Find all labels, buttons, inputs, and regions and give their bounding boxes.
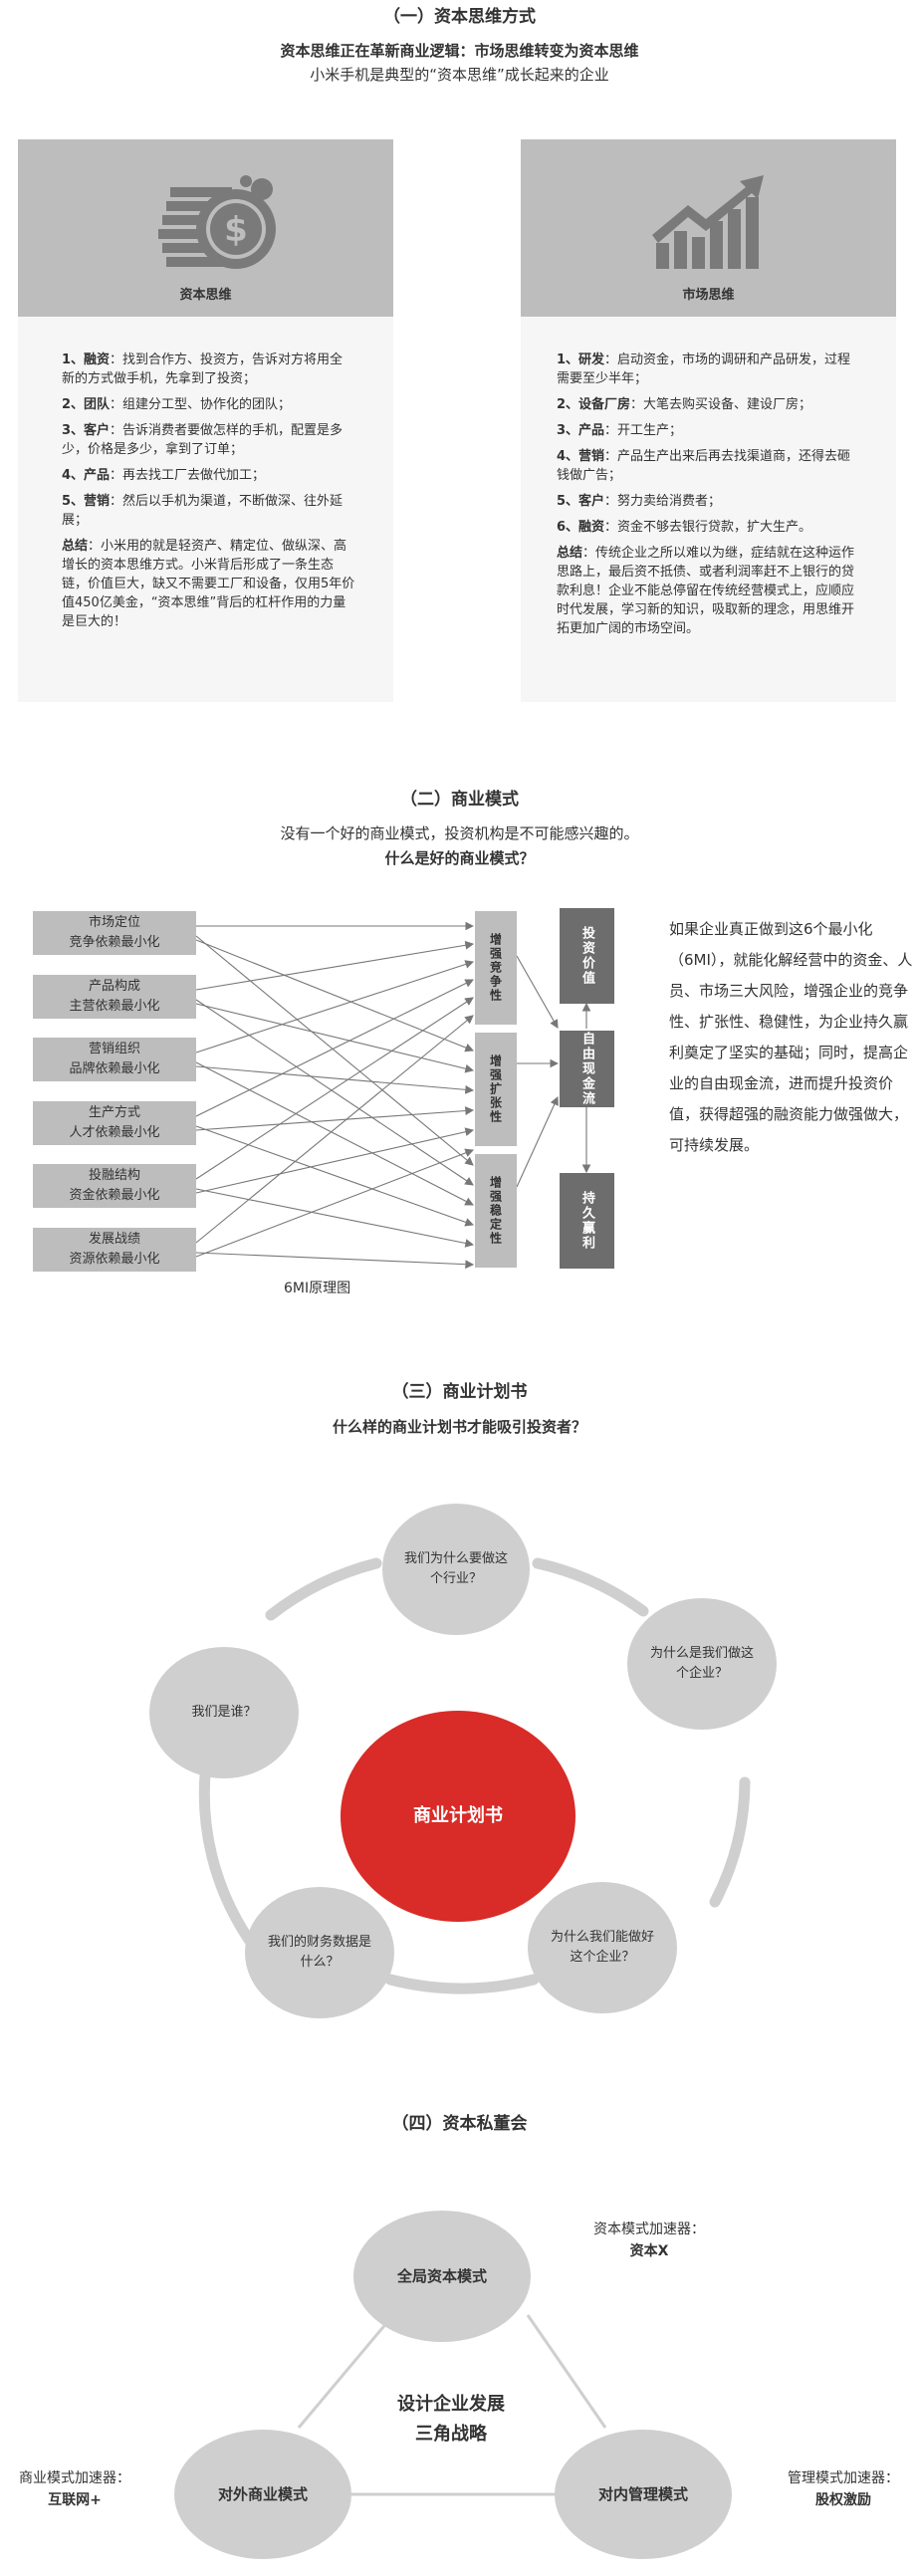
6mi-box-development: 发展战绩资源依赖最小化 bbox=[33, 1228, 196, 1272]
list-item: 2、团队：组建分工型、协作化的团队； bbox=[62, 397, 292, 412]
capital-accelerator-label: 资本模式加速器： 资本X bbox=[593, 2222, 705, 2259]
section1-title: （一）资本思维方式 bbox=[383, 7, 536, 27]
6mi-box-production: 生产方式人才依赖最小化 bbox=[33, 1101, 196, 1145]
6mi-box-product: 产品构成主营依赖最小化 bbox=[33, 975, 196, 1019]
6mi-right-investment-value: 投资价值 bbox=[560, 908, 614, 1004]
list-item: 1、研发：启动资金，市场的调研和产品研发，过程需要至少半年； bbox=[557, 352, 851, 386]
coins-icon: $ bbox=[158, 175, 276, 269]
section2-title: （二）商业模式 bbox=[400, 790, 519, 810]
node-external-business-model: 对外商业模式 bbox=[174, 2430, 351, 2559]
node-global-capital-model: 全局资本模式 bbox=[353, 2211, 531, 2342]
bp-node-why-succeed: 为什么我们能做好这个企业？ bbox=[528, 1882, 677, 2013]
6mi-mid-competitiveness: 增强竞争性 bbox=[475, 911, 517, 1025]
business-plan-ring bbox=[198, 1557, 751, 1994]
6mi-right-free-cash-flow: 自由现金流 bbox=[560, 1031, 614, 1107]
6mi-box-finance: 投融结构资金依赖最小化 bbox=[33, 1164, 196, 1208]
card-header: $ 资本思维 bbox=[18, 139, 393, 317]
bp-node-who-we-are: 我们是谁？ bbox=[149, 1647, 299, 1778]
6mi-connector-lines bbox=[195, 921, 591, 1270]
list-item: 1、融资：找到合作方、投资方，告诉对方将用全新的方式做手机，先拿到了投资； bbox=[62, 352, 344, 386]
management-accelerator-label: 管理模式加速器： 股权激励 bbox=[788, 2470, 899, 2508]
list-item: 4、产品：再去找工厂去做代加工； bbox=[62, 468, 266, 483]
list-item: 3、产品：开工生产； bbox=[557, 423, 683, 438]
section3-subtitle: 什么样的商业计划书才能吸引投资者？ bbox=[332, 1418, 586, 1436]
section1-subtitle: 小米手机是典型的“资本思维”成长起来的企业 bbox=[310, 66, 609, 84]
card-body: 1、融资：找到合作方、投资方，告诉对方将用全新的方式做手机，先拿到了投资； 2、… bbox=[62, 351, 355, 638]
list-item: 5、客户：努力卖给消费者； bbox=[557, 494, 722, 509]
card-label: 市场思维 bbox=[682, 288, 735, 303]
bp-node-why-industry: 我们为什么要做这个行业？ bbox=[382, 1504, 530, 1635]
section2-line1: 没有一个好的商业模式，投资机构是不可能感兴趣的。 bbox=[280, 824, 639, 842]
section4-title: （四）资本私董会 bbox=[391, 2114, 528, 2134]
6mi-box-marketing: 营销组织品牌依赖最小化 bbox=[33, 1038, 196, 1081]
market-thinking-card: 市场思维 1、研发：启动资金，市场的调研和产品研发，过程需要至少半年； 2、设备… bbox=[521, 139, 896, 702]
node-internal-management-model: 对内管理模式 bbox=[555, 2430, 732, 2559]
bp-node-why-us: 为什么是我们做这个企业？ bbox=[627, 1598, 777, 1730]
svg-text:$: $ bbox=[224, 210, 248, 250]
card-header: 市场思维 bbox=[521, 139, 896, 317]
business-accelerator-label: 商业模式加速器： 互联网+ bbox=[19, 2470, 130, 2508]
summary: 总结：小米用的就是轻资产、精定位、做纵深、高增长的资本思维方式。小米背后形成了一… bbox=[62, 539, 355, 629]
bp-center-business-plan: 商业计划书 bbox=[341, 1711, 575, 1922]
triangle-lines bbox=[297, 2314, 607, 2496]
bp-node-financials: 我们的财务数据是什么？ bbox=[245, 1887, 394, 2018]
list-item: 2、设备厂房：大笔去购买设备、建设厂房； bbox=[557, 397, 812, 412]
section2-line2: 什么是好的商业模式？ bbox=[384, 849, 535, 867]
list-item: 4、营销：产品生产出来后再去找渠道商，还得去砸钱做广告； bbox=[557, 449, 851, 483]
section1-subtitle-bold: 资本思维正在革新商业逻辑：市场思维转变为资本思维 bbox=[280, 42, 639, 60]
triangle-center-text: 设计企业发展三角战略 bbox=[397, 2394, 505, 2445]
6mi-box-market: 市场定位竞争依赖最小化 bbox=[33, 911, 196, 955]
list-item: 6、融资：资金不够去银行贷款，扩大生产。 bbox=[557, 520, 812, 535]
6mi-description: 如果企业真正做到这6个最小化（6MI），就能化解经营中的资金、人员、市场三大风险… bbox=[669, 920, 913, 1154]
capital-thinking-card: $ 资本思维 1、融资：找到合作方、投资方，告诉对方将用全新的方式做手机，先拿到… bbox=[18, 139, 393, 702]
6mi-right-lasting-profit: 持久赢利 bbox=[560, 1173, 614, 1269]
6mi-caption: 6MI原理图 bbox=[284, 1281, 351, 1296]
list-item: 5、营销：然后以手机为渠道，不断做深、往外延展； bbox=[62, 494, 344, 528]
growth-chart-icon bbox=[652, 175, 764, 269]
list-item: 3、客户：告诉消费者要做怎样的手机，配置是多少，价格是多少，拿到了订单； bbox=[62, 423, 344, 457]
6mi-mid-stability: 增强稳定性 bbox=[475, 1154, 517, 1268]
6mi-mid-expansion: 增强扩张性 bbox=[475, 1033, 517, 1146]
card-label: 资本思维 bbox=[179, 288, 232, 303]
summary: 总结：传统企业之所以难以为继，症结就在这种运作思路上，最后资不抵债、或者利润率赶… bbox=[557, 546, 855, 636]
card-body: 1、研发：启动资金，市场的调研和产品研发，过程需要至少半年； 2、设备厂房：大笔… bbox=[557, 351, 860, 645]
section3-title: （三）商业计划书 bbox=[391, 1382, 528, 1402]
